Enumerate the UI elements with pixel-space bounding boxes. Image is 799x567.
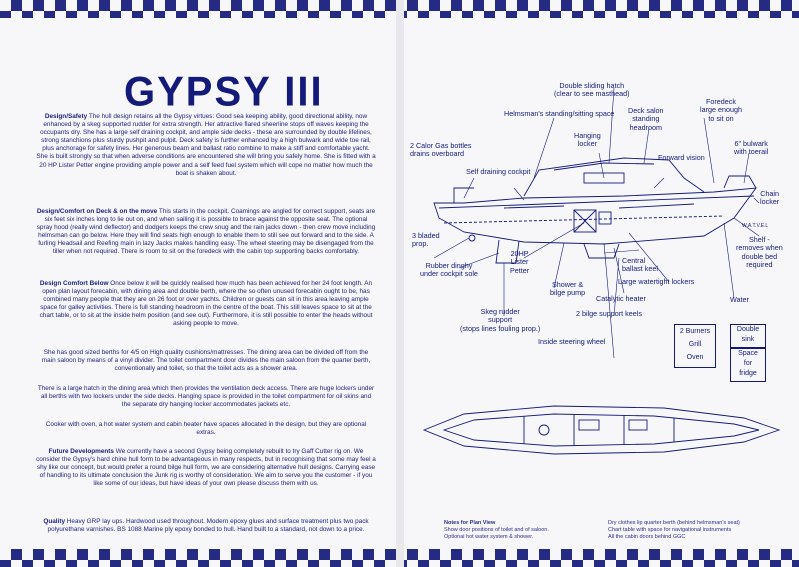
boat-drawings [422,87,781,455]
box-sink-line-2: sink [741,336,755,343]
engine-cross [573,209,597,233]
page-gutter [396,0,404,567]
label-helmsman: Helmsman's standing/sitting space [504,109,615,118]
right-note-2: Chart table with space for navigational … [608,526,732,533]
cooker-paragraph: Cooker with oven, a hot water system and… [45,421,367,437]
right-page: Double sliding hatch(clear to see masthe… [404,18,795,549]
box-sink-line-1: Double [736,326,760,333]
quality-section: Quality Heavy GRP lay ups. Hardwood used… [36,518,376,534]
page-title: GYPSY III [124,68,324,116]
label-waterline: W.A.T.V.E.L [742,223,769,229]
comfort-deck-heading: Design/Comfort on Deck & on the move [36,208,158,215]
plan-galley [578,419,600,431]
deck-saloon-window [583,172,625,184]
right-notes: Dry clothes lip quarter berth (behind he… [608,520,788,540]
future-section: Future Developments We currently have a … [36,448,376,488]
plan-notes: Notes for Plan View Show door positions … [444,520,624,540]
future-heading: Future Developments [48,448,114,455]
cabin-window-line [553,162,655,171]
design-safety-section: Design/Safety The hull design retains al… [36,113,376,178]
label-bilge-keels: 2 bilge support keels [576,309,642,318]
label-forward-vision: Forward vision [658,153,705,162]
comfort-deck-section: Design/Comfort on Deck & on the move Thi… [36,208,376,257]
box-fridge-line-1: Space [738,350,758,357]
hatch-paragraph: There is a large hatch in the dining are… [37,385,375,409]
interior-engine [573,209,597,233]
quality-body: Heavy GRP lay ups. Hardwood used through… [47,518,369,534]
box-burners-line-2: Grill [688,341,702,348]
comfort-deck-body: This starts in the cockpit. Coamings are… [36,208,376,256]
berths-paragraph: She has good sized berths for 4/5 on Hig… [41,349,371,373]
box-burners-line-1: 2 Burners [679,328,711,335]
leader-lines [433,87,760,359]
label-shower: Shower &bilge pump [550,280,586,298]
plan-wheel [538,424,550,436]
propeller [468,234,476,242]
plan-table [628,419,648,431]
plan-hull-outline [422,405,781,455]
label-double-hatch: Double sliding hatch(clear to see masthe… [554,81,630,99]
label-inside-wheel: Inside steering wheel [538,337,606,346]
right-note-3: All the cabin doors behind GGC [608,533,686,540]
box-fridge-line-3: fridge [739,370,757,377]
interior-berths [503,203,695,209]
label-self-draining: Self draining cockpit [466,167,531,176]
plan-bulkheads [523,414,675,446]
design-safety-heading: Design/Safety [44,113,88,120]
box-fridge-line-2: for [743,360,753,367]
hull-outline [433,187,757,245]
label-catalytic-heater: Catalytic heater [596,294,646,303]
quality-heading: Quality [43,518,66,525]
box-burners-line-3: Oven [686,354,704,361]
plan-note-2: Optional hot water system & shower. [444,533,534,540]
comfort-below-heading: Design Comfort Below [39,280,109,287]
label-large-watertight: Large watertight lockers [618,277,695,286]
skeg-rudder [495,239,520,264]
box-burners: 2 Burners Grill Oven [674,324,716,368]
comfort-below-section: Design Comfort Below Once below it will … [36,280,376,329]
comfort-below-body: Once below it will be quickly realised h… [39,280,373,328]
left-page: GYPSY III Design/Safety The hull design … [4,18,396,549]
ballast-keel [583,243,620,259]
interior-locker [598,211,612,225]
pulpit [723,175,757,189]
cabin-outline [523,157,705,197]
right-note-1: Dry clothes lip quarter berth (behind he… [608,520,740,526]
label-water: Water [730,295,749,304]
sheer-line [438,195,755,209]
pushpit [453,187,474,203]
design-safety-body: The hull design retains all the Gypsy vi… [36,113,376,177]
plan-note-1: Show door positions of toilet and of sal… [444,526,549,533]
future-body: We currently have a second Gypsy being c… [36,448,376,488]
box-fridge: Space for fridge [730,348,766,382]
box-sink: Double sink [730,324,766,348]
plan-drawing [422,405,781,455]
plan-cabin-outline [442,413,760,447]
plan-notes-heading: Notes for Plan View [444,520,496,526]
